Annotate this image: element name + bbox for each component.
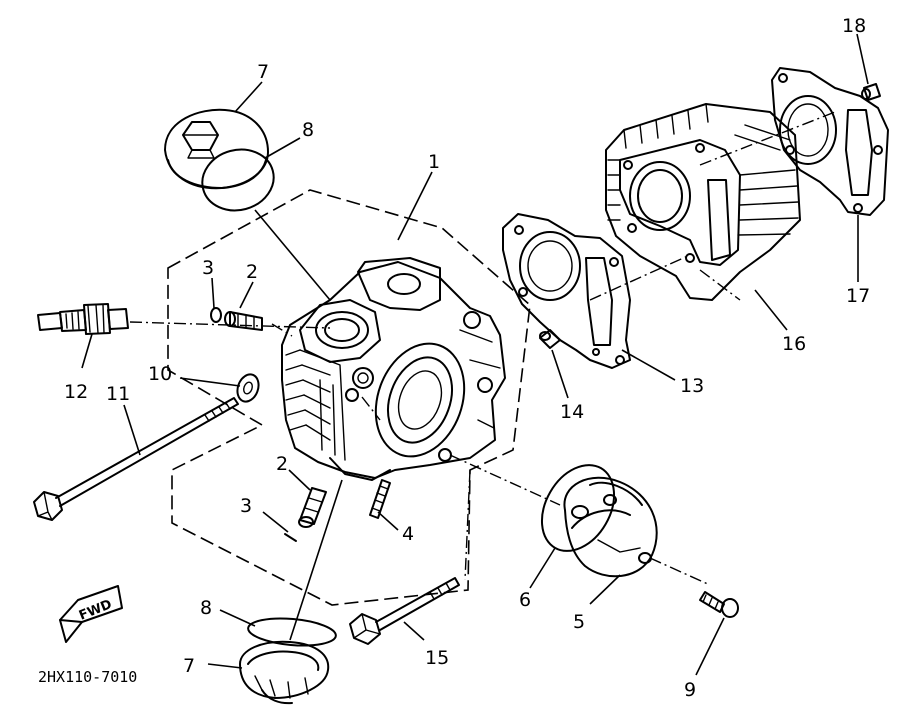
dowel-pin-base [861,83,881,101]
fwd-direction-arrow: FWD [59,585,123,643]
callout-4: 4 [402,523,414,545]
callout-2-bottom: 2 [276,453,288,475]
cylinder-base-gasket [771,67,889,216]
screw [699,591,739,618]
assembly-boundary [167,189,531,606]
callout-8-bottom: 8 [200,597,212,619]
callout-11: 11 [106,383,130,405]
callout-3-bottom: 3 [240,495,252,517]
part-code: 2HX110-7010 [38,668,137,686]
tappet-cover-top [164,108,269,190]
callout-15: 15 [425,647,449,669]
callout-2-top: 2 [246,261,258,283]
flange-bolt [349,577,460,645]
dowel-pin-bottom [298,487,327,528]
o-ring-top [201,148,275,212]
callout-3-top: 3 [202,257,214,279]
washer [236,373,260,403]
clip-bottom [284,533,297,542]
side-cover-gasket [540,464,616,552]
cylinder-block [605,103,801,301]
dowel-pin-gasket [539,329,561,349]
stud-bolt [369,479,391,519]
cylinder-head [281,257,506,481]
callout-6: 6 [519,589,531,611]
callout-7-bottom: 7 [183,655,195,677]
callout-leaders [81,33,869,676]
callout-8-top: 8 [302,119,314,141]
callout-10: 10 [148,363,172,385]
dowel-pin-top [224,311,263,331]
clip-top [210,307,222,323]
callout-16: 16 [782,333,806,355]
long-bolt [33,397,239,521]
callout-7-top: 7 [257,61,269,83]
callout-1: 1 [428,151,440,173]
callout-18: 18 [842,15,866,37]
callout-5: 5 [573,611,585,633]
o-ring-bottom [247,617,337,647]
callout-9: 9 [684,679,696,701]
side-cover [563,476,658,578]
callout-14: 14 [560,401,584,423]
spark-plug [37,303,129,335]
callout-12: 12 [64,381,88,403]
fwd-label: FWD [77,597,114,624]
alignment-lines [129,111,836,641]
cylinder-head-gasket [502,213,631,369]
tappet-cover-bottom [239,640,330,705]
callout-17: 17 [846,285,870,307]
callout-13: 13 [680,375,704,397]
callout-labels: 1 2 2 3 3 4 5 6 7 7 8 8 9 10 11 12 13 14… [64,15,870,701]
